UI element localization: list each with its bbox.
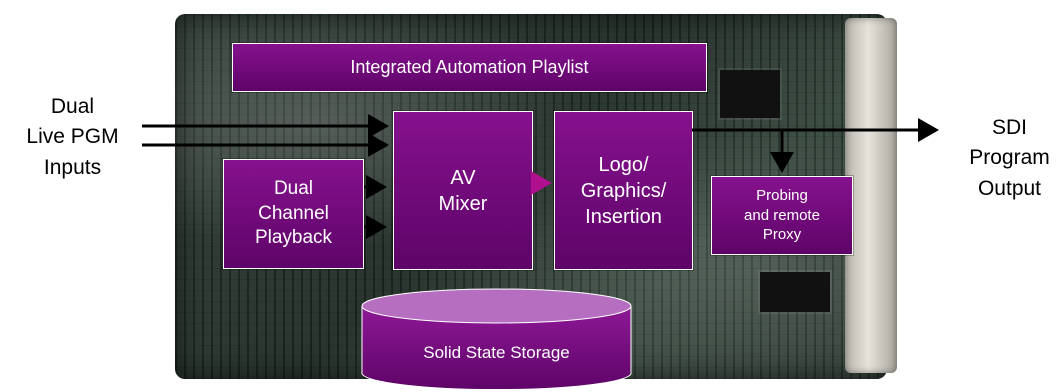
board-bracket [845,18,897,373]
probing-proxy-label: Probing and remote Proxy [744,187,820,244]
solid-state-storage-label: Solid State Storage [423,343,570,362]
board-chip [720,70,780,118]
dual-channel-playback-label: Dual Channel Playback [254,177,333,249]
dual-live-pgm-inputs-label: Dual Live PGM Inputs [26,95,119,179]
automation-playlist-label: Integrated Automation Playlist [350,56,589,77]
board-chip [760,272,830,312]
av-mixer-label: AV Mixer [438,166,488,215]
sdi-program-output-label: SDI Program Output [969,116,1050,200]
av-mixer-block: AV Mixer [393,111,533,270]
automation-playlist-block: Integrated Automation Playlist [232,43,707,92]
dual-channel-playback-block: Dual Channel Playback [223,159,364,269]
probing-proxy-block: Probing and remote Proxy [711,176,853,255]
logo-graphics-insertion-block: Logo/ Graphics/ Insertion [554,111,693,270]
solid-state-storage-cylinder [361,288,632,391]
logo-graphics-insertion-label: Logo/ Graphics/ Insertion [580,153,667,228]
